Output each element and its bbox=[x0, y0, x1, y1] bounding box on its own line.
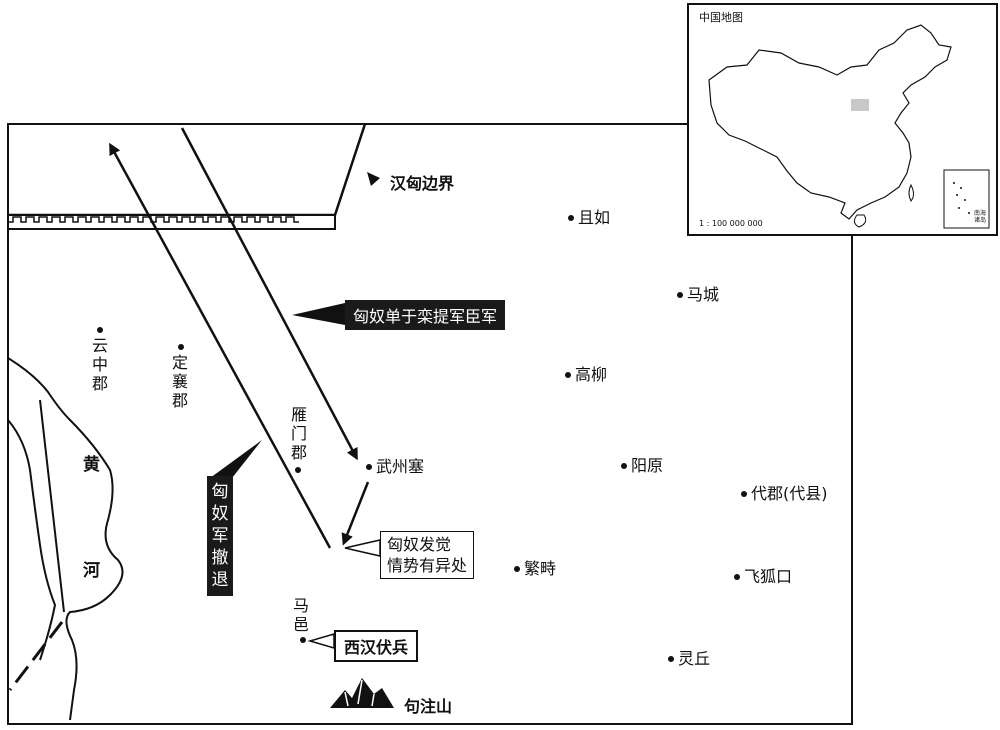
gaoliu-dot bbox=[565, 372, 571, 378]
dingxiang-dot bbox=[178, 344, 184, 350]
place-gaoliu: 高柳 bbox=[575, 365, 608, 384]
place-feihukou: 飞狐口 bbox=[744, 567, 793, 586]
china-outline bbox=[708, 24, 990, 229]
place-macheng: 马城 bbox=[687, 285, 720, 304]
discovery-callout-line-2: 情势有异处 bbox=[387, 556, 468, 575]
macheng-dot bbox=[677, 292, 683, 298]
yellow-river-west-bank bbox=[8, 419, 57, 661]
yellow-river-east-bank bbox=[8, 357, 124, 720]
place-yangyuan: 阳原 bbox=[631, 456, 664, 475]
great-wall bbox=[8, 214, 336, 230]
retreat-callout: 匈奴军撤退 bbox=[207, 476, 233, 596]
yunzhong-dot bbox=[97, 327, 103, 333]
wuzhou-dot bbox=[366, 464, 372, 470]
discovery-callout-line-1: 匈奴发觉 bbox=[387, 535, 452, 554]
fanzhi-dot bbox=[514, 566, 520, 572]
xiongnu-retreat-route bbox=[109, 142, 332, 549]
feihukou-dot bbox=[734, 574, 740, 580]
place-daijun: 代郡(代县) bbox=[751, 484, 828, 503]
mountain-icon bbox=[330, 678, 394, 708]
lingqiu-dot bbox=[668, 656, 674, 662]
place-mayi: 马邑 bbox=[292, 596, 309, 634]
wuzhou-to-discovery-route bbox=[341, 481, 370, 546]
inset-title: 中国地图 bbox=[699, 11, 743, 24]
river-label-char-1: 黄 bbox=[83, 455, 100, 475]
daijun-dot bbox=[741, 491, 747, 497]
qieru-dot bbox=[568, 215, 574, 221]
mayi-dot bbox=[300, 637, 306, 643]
place-wuzhou: 武州塞 bbox=[376, 457, 425, 476]
border-label: 汉匈边界 bbox=[390, 174, 455, 193]
xiongnu-attack-route bbox=[180, 127, 358, 461]
place-yunzhong: 云中郡 bbox=[91, 336, 108, 393]
river-label-char-2: 河 bbox=[83, 561, 100, 581]
place-fanzhi: 繁畤 bbox=[524, 559, 557, 578]
xiongnu-army-callout: 匈奴单于栾提军臣军 bbox=[345, 300, 506, 330]
inset-map: 中国地图 1 : 100 000 000 南海诸岛 bbox=[687, 3, 998, 236]
yangyuan-dot bbox=[621, 463, 627, 469]
ambush-callout: 西汉伏兵 bbox=[334, 630, 419, 662]
place-yanmen: 雁门郡 bbox=[290, 405, 307, 462]
south-sea-inset bbox=[943, 169, 990, 229]
place-dingxiang: 定襄郡 bbox=[171, 353, 188, 410]
discovery-callout: 匈奴发觉 情势有异处 bbox=[380, 531, 475, 579]
south-sea-label: 南海诸岛 bbox=[974, 210, 987, 224]
mountain-label: 句注山 bbox=[404, 697, 453, 716]
inset-highlight-region bbox=[851, 99, 869, 111]
yanmen-dot bbox=[295, 467, 301, 473]
inset-scale: 1 : 100 000 000 bbox=[699, 219, 763, 228]
place-qieru: 且如 bbox=[578, 208, 611, 227]
place-lingqiu: 灵丘 bbox=[678, 649, 711, 668]
